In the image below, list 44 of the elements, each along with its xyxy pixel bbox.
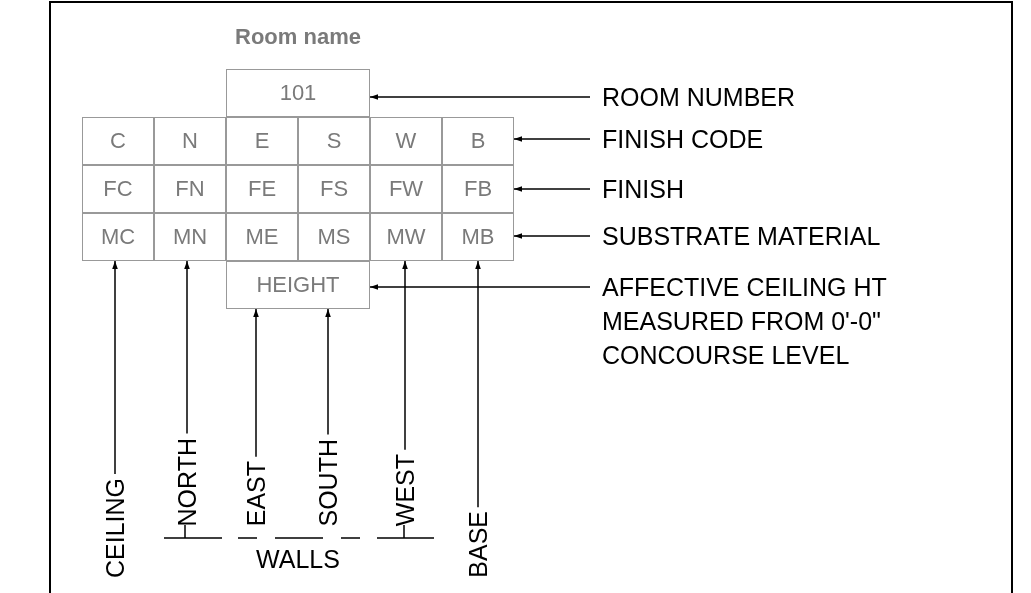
table-cell: MS: [298, 213, 370, 261]
table-cell: FB: [442, 165, 514, 213]
table-cell: MB: [442, 213, 514, 261]
table-cell: E: [226, 117, 298, 165]
leader-arrow: [475, 260, 481, 509]
leader-arrow: [253, 308, 259, 458]
leader-arrow: [369, 284, 591, 290]
table-cell: S: [298, 117, 370, 165]
callout-text: FINISH: [602, 172, 684, 206]
leader-arrow: [325, 308, 331, 436]
table-cell: N: [154, 117, 226, 165]
table-cell: FW: [370, 165, 442, 213]
callout-text: FINISH CODE: [602, 122, 764, 156]
callout-text: ROOM NUMBER: [602, 80, 796, 114]
table-cell: MW: [370, 213, 442, 261]
leader-arrow: [513, 136, 591, 142]
leader-arrow: [513, 186, 591, 192]
table-cell: FE: [226, 165, 298, 213]
table-cell: MN: [154, 213, 226, 261]
leader-arrow: [184, 260, 190, 435]
callout-text: WEST: [390, 453, 420, 526]
table-cell: MC: [82, 213, 154, 261]
table-cell: FN: [154, 165, 226, 213]
table-cell: HEIGHT: [226, 261, 370, 309]
callout-text: BASE: [463, 511, 493, 578]
leader-arrow: [369, 94, 591, 100]
callout-text: SOUTH: [313, 438, 343, 526]
leader-arrow: [402, 260, 408, 451]
callout-text: CEILING: [100, 477, 130, 578]
table-cell: W: [370, 117, 442, 165]
table-cell: 101: [226, 69, 370, 117]
leader-arrow: [112, 260, 118, 475]
table-cell: B: [442, 117, 514, 165]
callout-text: SUBSTRATE MATERIAL: [602, 219, 881, 253]
tag-title: Room name: [235, 24, 361, 50]
leader-arrow: [513, 233, 591, 239]
callout-text: AFFECTIVE CEILING HT MEASURED FROM 0'-0" CONCOURSE LEVEL: [602, 270, 1002, 372]
group-label: WALLS: [256, 545, 340, 574]
table-cell: FS: [298, 165, 370, 213]
callout-text: NORTH: [172, 437, 202, 526]
table-cell: ME: [226, 213, 298, 261]
table-cell: FC: [82, 165, 154, 213]
table-cell: C: [82, 117, 154, 165]
callout-text: EAST: [241, 460, 271, 526]
